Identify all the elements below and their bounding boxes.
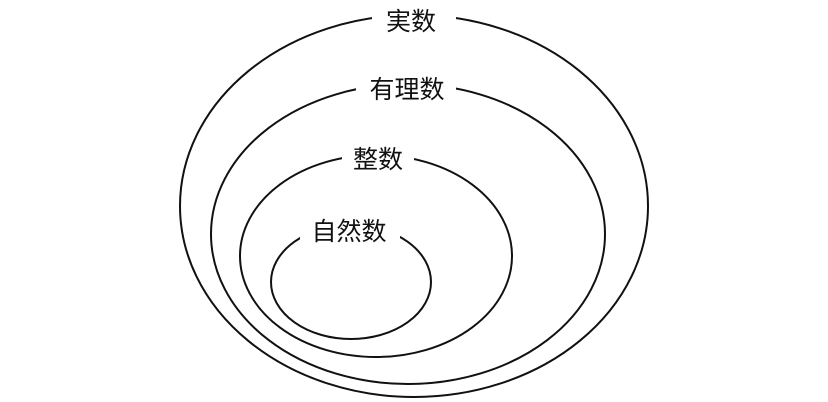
set-natural: 自然数 (270, 212, 432, 340)
set-integer-outline (239, 154, 513, 358)
set-rational-label: 有理数 (369, 75, 444, 104)
set-integer: 整数 (239, 140, 513, 358)
set-natural-label: 自然数 (311, 217, 386, 246)
set-rational: 有理数 (210, 70, 606, 385)
set-real: 実数 (179, 2, 649, 398)
set-natural-label-gap (300, 212, 400, 248)
set-real-label-gap (372, 2, 456, 38)
set-rational-label-gap (356, 70, 456, 106)
set-integer-label-gap (342, 140, 414, 176)
set-rational-outline (210, 83, 606, 385)
set-integer-label: 整数 (353, 145, 403, 174)
set-real-label: 実数 (386, 7, 436, 36)
